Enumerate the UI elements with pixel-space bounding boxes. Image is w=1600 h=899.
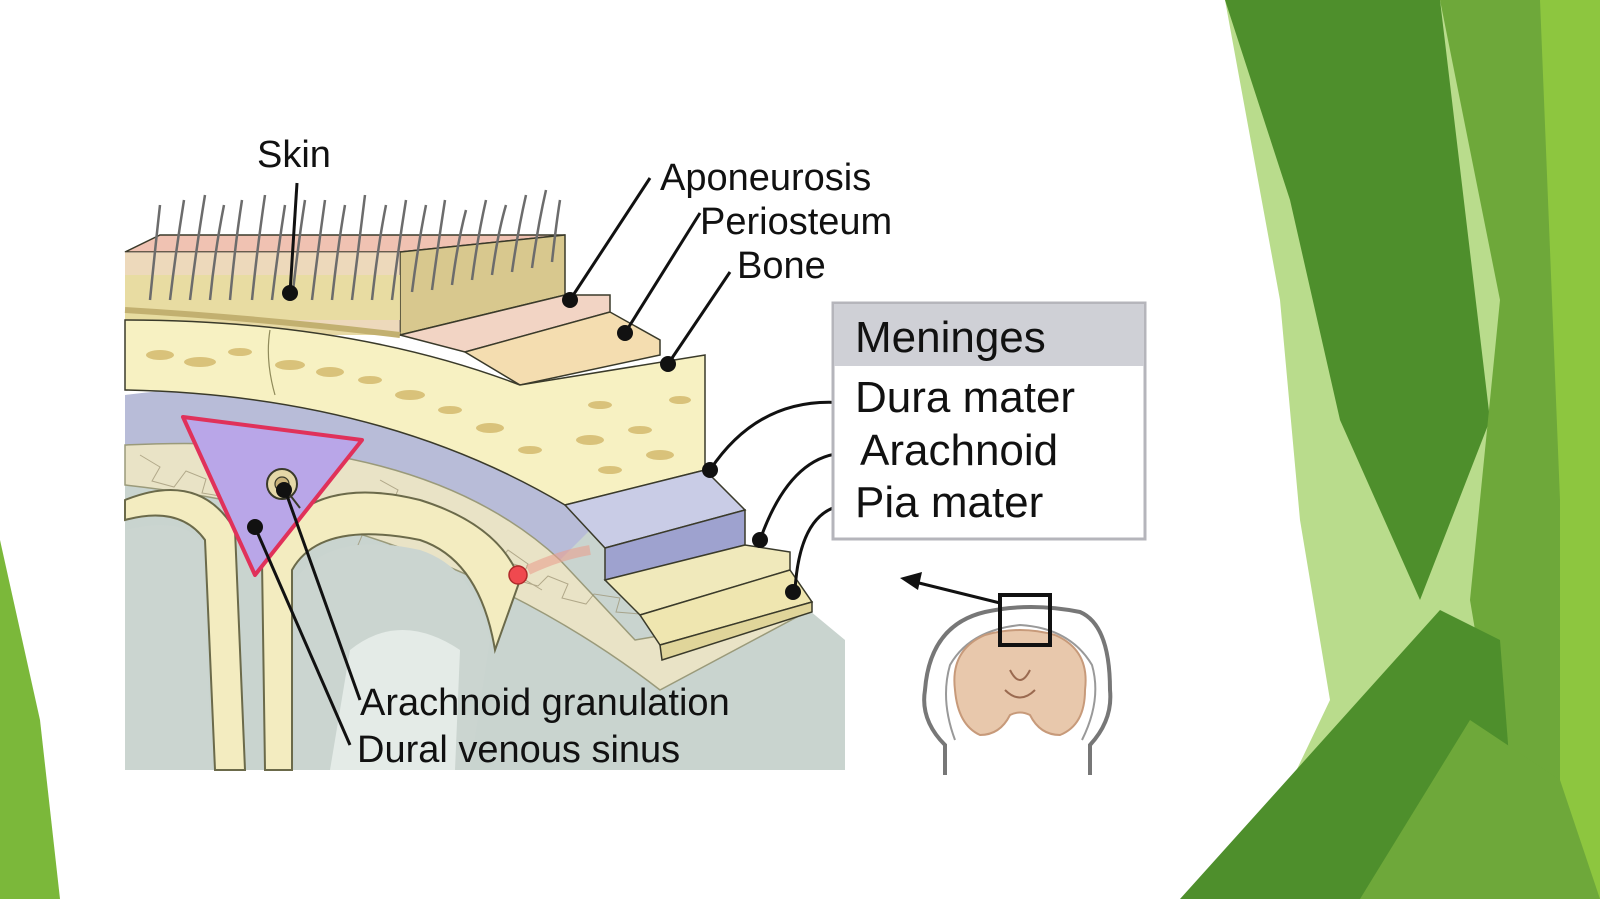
blood-vessel-trail <box>525 545 591 575</box>
label-dural-venous-sinus: Dural venous sinus <box>357 729 680 771</box>
label-periosteum: Periosteum <box>700 201 892 243</box>
leader-dots <box>247 285 801 600</box>
theme-shape-bottom-mid <box>1360 720 1600 899</box>
meninges-diagram <box>124 189 845 771</box>
theme-shape-left-green <box>0 540 60 899</box>
brain-gyrus-right <box>260 491 522 771</box>
meninges-item-dura-mater: Dura mater <box>855 373 1075 422</box>
bone-suture <box>267 329 276 396</box>
meninges-box-header <box>834 304 1144 366</box>
meninges-box-title: Meninges <box>855 313 1046 362</box>
head-inset <box>900 572 1113 775</box>
meninges-legend-box: Meninges Dura mater Arachnoid Pia mater <box>831 301 1147 541</box>
meninges-item-pia-mater: Pia mater <box>855 478 1043 527</box>
label-skin: Skin <box>257 134 331 176</box>
head-outline <box>922 605 1113 775</box>
brain-gyrus-left <box>124 489 247 771</box>
label-aponeurosis: Aponeurosis <box>660 157 871 199</box>
brain-section-ventricles <box>1004 669 1036 699</box>
periosteum-step <box>463 311 661 386</box>
aponeurosis-step <box>399 294 611 353</box>
head-inner-outline <box>945 623 1097 741</box>
zoom-arrowhead <box>900 572 922 590</box>
bone-pores <box>146 348 691 474</box>
hair-strands <box>148 189 562 301</box>
brain-white-matter <box>330 630 460 770</box>
label-arachnoid-granulation: Arachnoid granulation <box>360 682 730 724</box>
pia-mater-front <box>659 601 813 661</box>
meninges-item-arachnoid: Arachnoid <box>860 426 1058 475</box>
zoom-region-box <box>998 593 1052 647</box>
brain-interior-left <box>125 525 212 770</box>
theme-shape-right-dark <box>1225 0 1490 600</box>
arachnoid-step <box>603 544 791 616</box>
label-bone: Bone <box>737 245 826 287</box>
theme-shape-right-light <box>1540 0 1600 899</box>
zoom-arrow <box>914 580 1001 605</box>
blood-vessel <box>508 565 528 585</box>
